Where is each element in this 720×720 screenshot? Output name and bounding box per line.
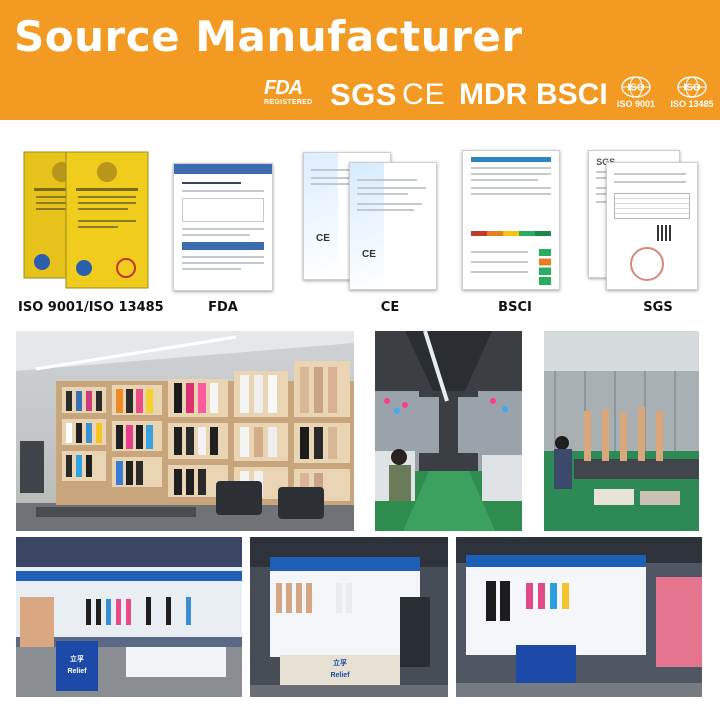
iso-certificate-label: ISO 9001/ISO 13485 [18, 300, 164, 315]
iso-globe-icon: ISO [677, 76, 707, 98]
page-title: Source Manufacturer [14, 12, 523, 61]
mdr-mark: MDR [459, 78, 528, 111]
booth-sign-en: Relief [330, 672, 350, 679]
sgs-certificate-image-front [606, 162, 698, 290]
bsci-certificate-image [462, 150, 560, 290]
exhibition-booth-photo-1: 立孚 Relief [16, 537, 242, 697]
iso-globe-icon: ISO [621, 76, 651, 98]
exhibition-booth-photo-2: 立孚 Relief [250, 537, 448, 697]
iso-logo-text: ISO [627, 83, 644, 94]
iso-9001-badge: ISO ISO 9001 [608, 76, 664, 109]
exhibition-booth-photo-3 [456, 537, 702, 697]
booth-sign-en: Relief [67, 668, 87, 675]
booth-sign-cn: 立孚 [333, 658, 347, 667]
fda-mark-subtext: REGISTERED [264, 99, 313, 106]
iso-13485-badge: ISO ISO 13485 [664, 76, 720, 109]
knitting-workshop-photo [375, 331, 522, 531]
ce-certificate-image-front: C​E [349, 162, 437, 290]
ce-certificate-label: CE [380, 300, 400, 315]
showroom-photo [16, 331, 354, 531]
quality-inspection-photo [544, 331, 699, 531]
sgs-mark: SGS [330, 77, 397, 112]
sgs-certificate-label: SGS [643, 300, 673, 315]
fda-registered-mark: FDA REGISTERED [264, 78, 316, 107]
iso-9001-text: ISO 9001 [616, 99, 656, 109]
fda-mark-text: FDA [264, 77, 303, 99]
ce-mark: CE [402, 78, 446, 111]
iso-13485-text: ISO 13485 [670, 99, 714, 109]
iso-certificates-image [22, 150, 150, 290]
booth-sign-cn: 立孚 [70, 654, 84, 663]
fda-certificate-label: FDA [208, 300, 238, 315]
bsci-mark: BSCI [536, 78, 608, 111]
iso-logo-text: ISO [683, 83, 700, 94]
fda-certificate-image [173, 163, 273, 291]
header-banner: Source Manufacturer FDA REGISTERED SGS C… [0, 0, 720, 120]
bsci-certificate-label: BSCI [498, 300, 532, 315]
